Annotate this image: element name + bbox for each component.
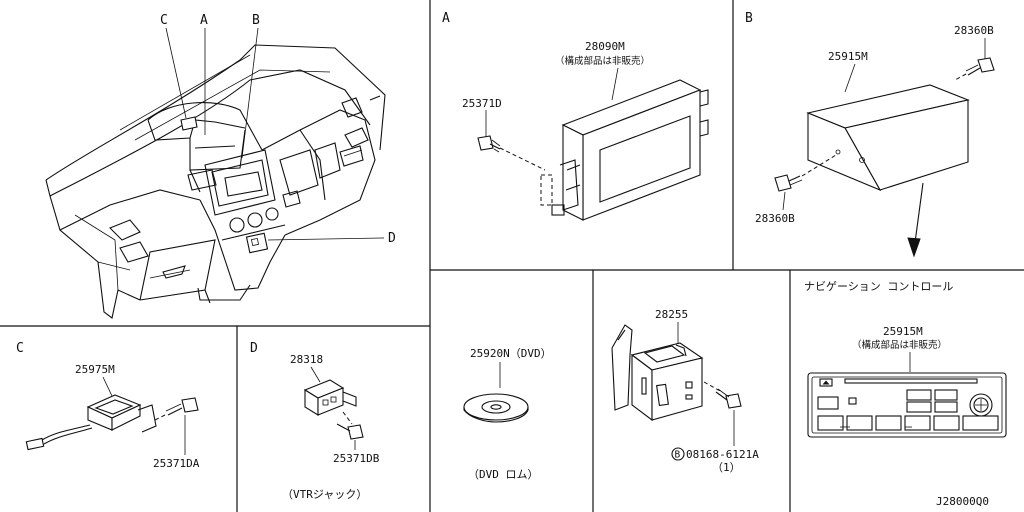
callout-letter-c: C	[160, 13, 168, 28]
nav-panel-icon	[807, 372, 1007, 438]
panel-nav-part-note: （構成部品は非販売）	[852, 339, 947, 351]
panel-nav: ナビゲーション コントロール 25915M （構成部品は非販売）	[804, 280, 1007, 438]
bolt-icon	[965, 57, 995, 76]
arrow-icon	[907, 182, 924, 258]
panel-c-part-main: 25975M	[75, 363, 115, 376]
panel-b-part-bolt-bottom: 28360B	[755, 212, 795, 225]
panel-c: C 25975M 25371DA	[16, 341, 200, 470]
panel-dvd-caption: （DVD ロム）	[468, 468, 539, 481]
bolt-symbol-letter: B	[675, 450, 681, 461]
panel-c-part-screw: 25371DA	[153, 457, 200, 470]
panel-d-title: D	[250, 341, 258, 356]
bracket-icon	[611, 324, 704, 422]
antenna-icon	[25, 394, 157, 451]
panel-a-part-screw: 25371D	[462, 97, 502, 110]
screw-icon	[336, 423, 364, 440]
panel-bracket-qty: （1）	[712, 461, 741, 474]
panel-nav-part-main: 25915M	[883, 325, 923, 338]
callout-letter-a: A	[200, 13, 208, 28]
control-unit-icon	[551, 79, 709, 221]
panel-a-part-main: 28090M	[585, 40, 625, 53]
panel-a: A 28090M （構成部品は非販売） 25371D	[442, 11, 709, 221]
panel-dvd: 25920N（DVD） （DVD ロム）	[463, 347, 552, 481]
callout-d: D	[267, 231, 396, 246]
panel-a-part-note: （構成部品は非販売）	[555, 55, 650, 67]
jack-icon	[303, 379, 357, 416]
bolt-symbol: B	[671, 447, 685, 461]
panel-bracket: 28255 B 08168-6121A （1）	[611, 308, 759, 474]
panel-b-title: B	[745, 11, 753, 26]
bolt-icon	[774, 174, 803, 192]
disc-icon	[463, 393, 529, 423]
callout-letter-b: B	[252, 13, 260, 28]
control-unit-icon	[806, 84, 970, 192]
panel-bracket-part-main: 28255	[655, 308, 688, 321]
panel-b: B 25915M 28360B 28360B	[745, 11, 995, 258]
panel-dvd-part-main: 25920N（DVD）	[470, 347, 552, 360]
panel-d-part-screw: 25371DB	[333, 452, 380, 465]
dashboard-drawing	[45, 44, 386, 319]
diagram-code: J28000Q0	[936, 495, 989, 508]
panel-a-title: A	[442, 11, 450, 26]
callout-letter-d: D	[388, 231, 396, 246]
screw-icon	[477, 135, 501, 153]
callout-b: B	[241, 13, 260, 159]
panel-d-caption: （VTRジャック）	[282, 488, 367, 501]
panel-d: D 28318 25371DB （VTRジャック）	[250, 341, 380, 501]
panel-nav-title: ナビゲーション コントロール	[804, 280, 953, 293]
panel-c-title: C	[16, 341, 24, 356]
panel-b-part-main: 25915M	[828, 50, 868, 63]
screw-icon	[165, 397, 199, 416]
panel-d-part-main: 28318	[290, 353, 323, 366]
panel-b-part-bolt-top: 28360B	[954, 24, 994, 37]
callout-c: C	[160, 13, 187, 119]
bolt-icon	[715, 388, 742, 409]
panel-bracket-part-bolt: 08168-6121A	[686, 448, 759, 461]
callout-a: A	[200, 13, 208, 135]
